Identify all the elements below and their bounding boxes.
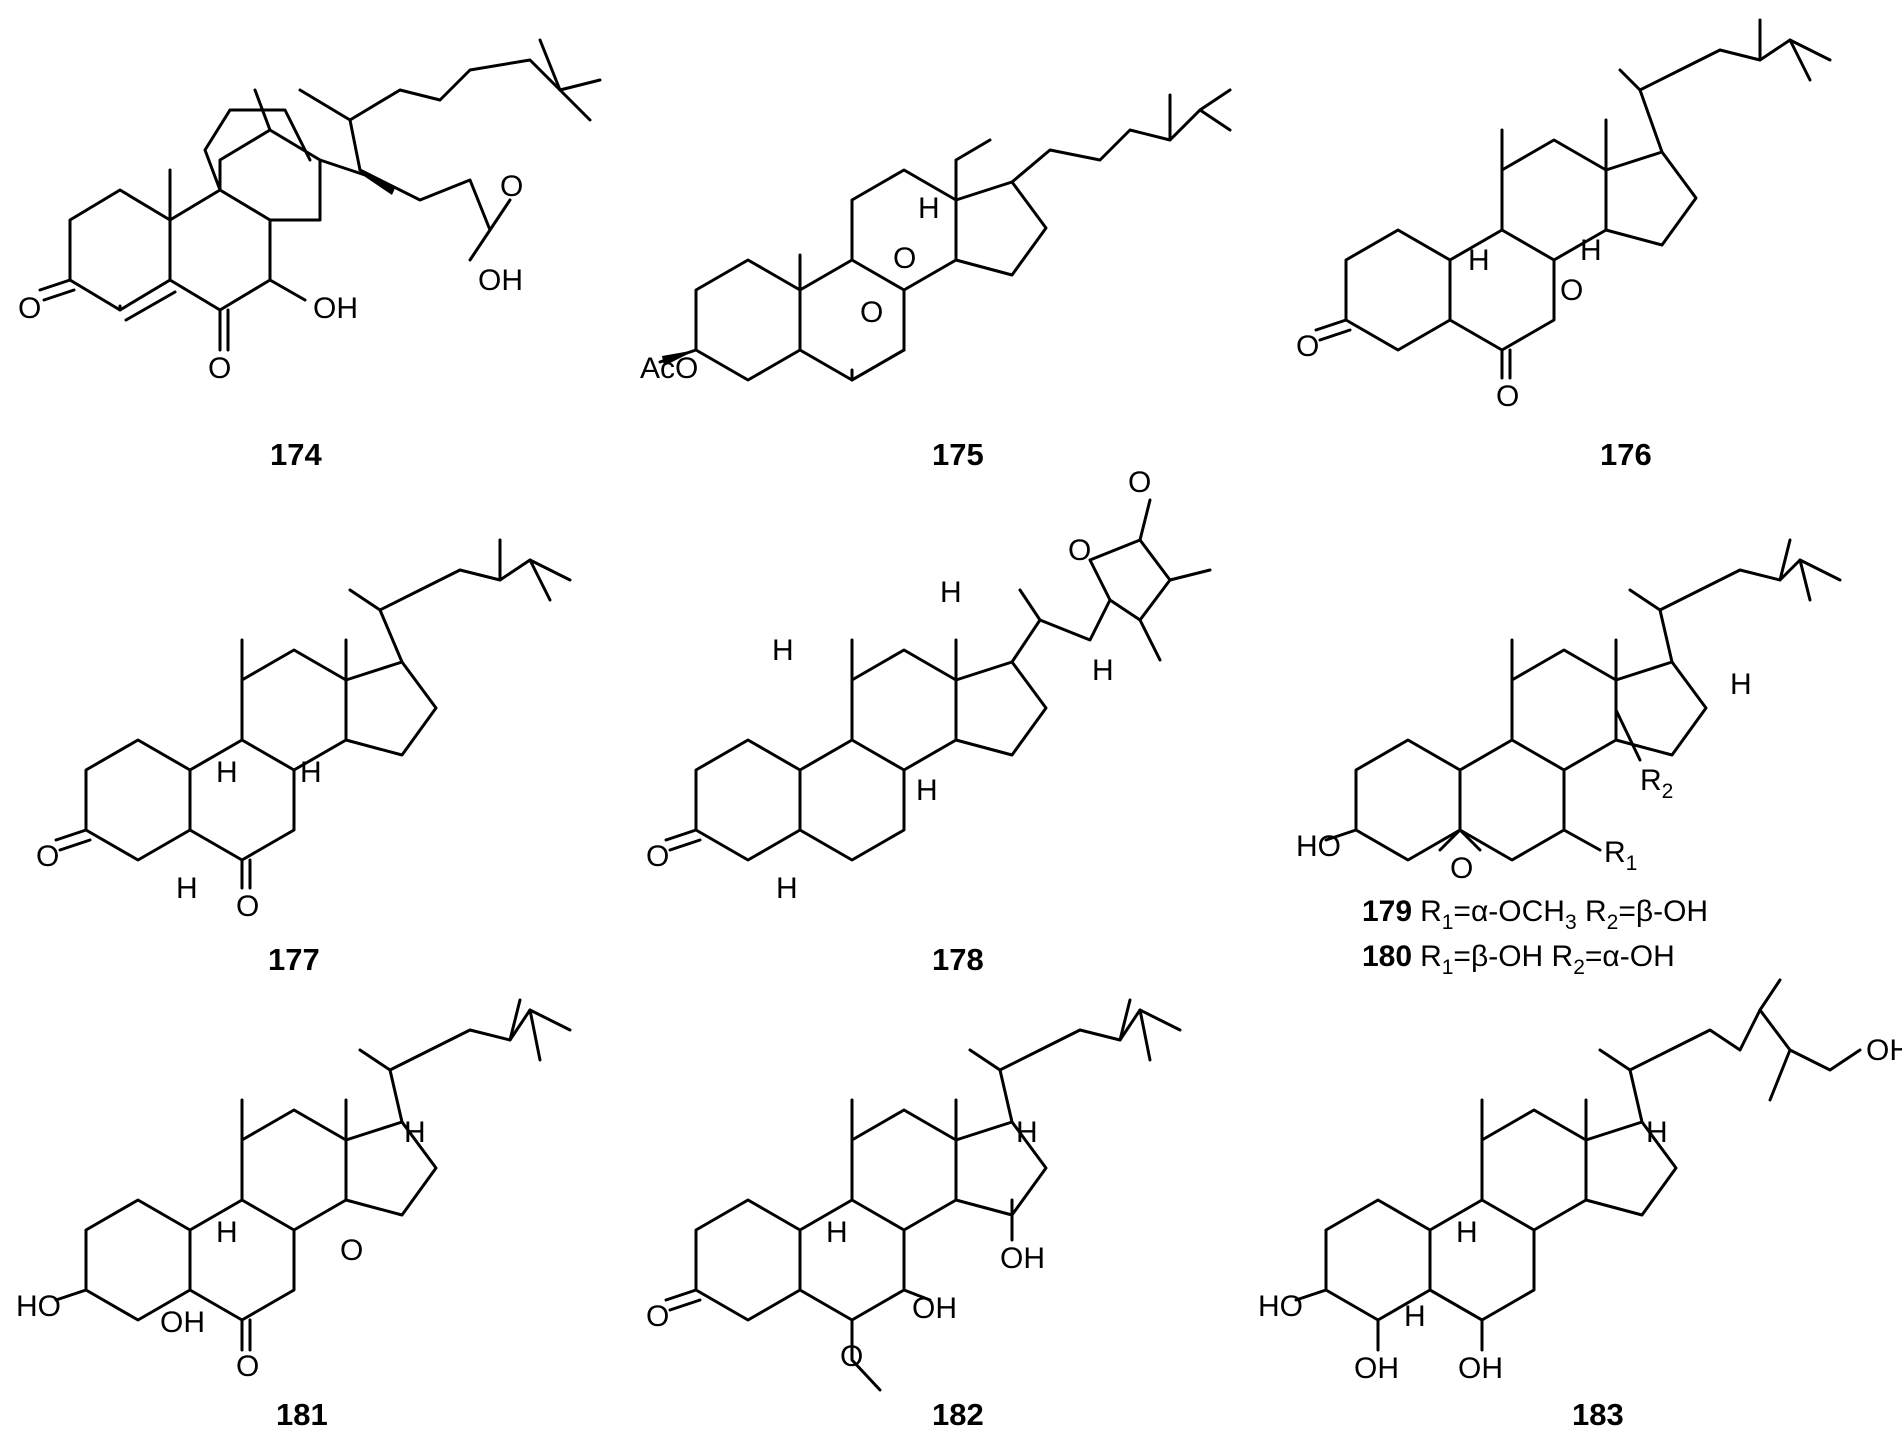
oxo-label: O [18, 292, 41, 325]
hydrogen-label: H [1646, 1116, 1668, 1149]
hydrogen-label: H [772, 634, 794, 667]
r2-label: R2 [1640, 764, 1673, 803]
hydroxyl-label: OH [160, 1306, 205, 1339]
oxo-label: O [1296, 330, 1319, 363]
hydroxyl-label: OH [1458, 1352, 1503, 1385]
hydrogen-label: H [404, 1116, 426, 1149]
acetoxy-label: AcO [640, 352, 698, 385]
compound-178: O O O H H H H H 178 [646, 466, 1212, 977]
hydroxyl-label: OH [313, 292, 358, 325]
hydrogen-label: H [916, 774, 938, 807]
oxo-label: O [646, 1300, 669, 1333]
epoxide-oxygen-label: O [340, 1234, 363, 1267]
compound-id: 177 [268, 942, 320, 977]
hydrogen-label: H [1092, 654, 1114, 687]
oxo-label: O [208, 352, 231, 385]
oxo-label: O [236, 890, 259, 923]
hydrogen-label: H [918, 192, 940, 225]
compound-id: 175 [932, 437, 984, 472]
epoxide-oxygen-label: O [1560, 274, 1583, 307]
lactone-oxo-label: O [1128, 466, 1151, 499]
hydrogen-label: H [1456, 1216, 1478, 1249]
compound-174: O O OH OH O 174 [18, 38, 602, 472]
compound-id: 174 [270, 437, 322, 472]
hydrogen-label: H [776, 872, 798, 905]
hydrogen-label: H [940, 576, 962, 609]
hydrogen-label: H [1404, 1300, 1426, 1333]
hydrogen-label: H [1580, 234, 1602, 267]
compound-176: O O O H H 176 [1296, 18, 1832, 472]
oxo-label: O [1496, 380, 1519, 413]
hydroxyl-label: OH [478, 264, 523, 297]
compound-id: 176 [1600, 437, 1652, 472]
compound-id: 182 [932, 1397, 984, 1432]
lactone-oxygen-label: O [1068, 534, 1091, 567]
hydroxyl-label: OH [912, 1292, 957, 1325]
compound-183: HO OH OH OH H H H 183 [1258, 978, 1902, 1432]
hydrogen-label: H [300, 756, 322, 789]
peroxide-oxygen-label: O [893, 242, 916, 275]
compound-175: AcO O O H 175 [640, 88, 1232, 472]
hydroxyl-label: OH [1866, 1034, 1902, 1067]
oxo-label: O [646, 840, 669, 873]
epoxide-oxygen-label: O [1450, 852, 1473, 885]
hydrogen-label: H [826, 1216, 848, 1249]
hydroxyl-label: HO [1258, 1290, 1303, 1323]
peroxide-oxygen-label: O [860, 296, 883, 329]
hydrogen-label: H [1016, 1116, 1038, 1149]
hydroxyl-label: OH [1000, 1242, 1045, 1275]
hydrogen-label: H [216, 756, 238, 789]
compound-181: HO OH O O H H 181 [16, 998, 572, 1432]
hydroxyl-label: HO [1296, 830, 1341, 863]
hydroxyl-label: OH [1354, 1352, 1399, 1385]
hydrogen-label: H [216, 1216, 238, 1249]
compound-id: 178 [932, 942, 984, 977]
methoxy-oxygen-label: O [840, 1340, 863, 1373]
oxo-label: O [500, 170, 523, 203]
oxo-label: O [236, 1350, 259, 1383]
compound-182: O OH OH O H H 182 [646, 998, 1182, 1432]
hydroxyl-label: HO [16, 1290, 61, 1323]
compound-id: 181 [276, 1397, 328, 1432]
r1-label: R1 [1604, 836, 1637, 875]
compound-177: O O H H H 177 [36, 538, 572, 977]
hydrogen-label: H [176, 872, 198, 905]
hydrogen-label: H [1730, 668, 1752, 701]
oxo-label: O [36, 840, 59, 873]
compound-id: 183 [1572, 1397, 1624, 1432]
hydrogen-label: H [1468, 244, 1490, 277]
